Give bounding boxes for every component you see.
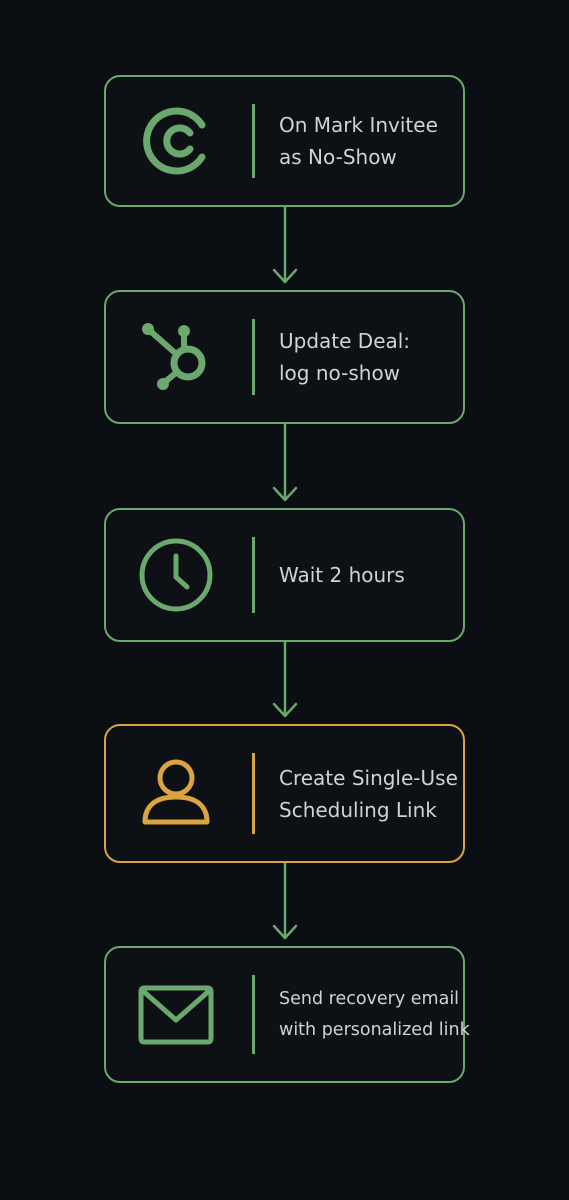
step-card-update-deal[interactable]: Update Deal: log no-show [104, 290, 465, 424]
user-icon [136, 754, 216, 834]
connector-arrow [272, 207, 298, 284]
hubspot-icon [136, 317, 216, 397]
connector-arrow [272, 424, 298, 502]
connector-arrow [272, 863, 298, 940]
step-label-line: Wait 2 hours [279, 563, 405, 587]
step-label-line: Scheduling Link [279, 797, 437, 822]
card-divider [252, 319, 255, 395]
step-label: On Mark Invitee as No-Show [279, 109, 455, 173]
step-card-wait[interactable]: Wait 2 hours [104, 508, 465, 642]
connector-arrow [272, 642, 298, 718]
step-label-line: as No-Show [279, 145, 397, 169]
clock-icon [136, 535, 216, 615]
step-card-mark-no-show[interactable]: On Mark Invitee as No-Show [104, 75, 465, 207]
calendly-icon [136, 101, 216, 181]
step-card-send-email[interactable]: Send recovery email with personalized li… [104, 946, 470, 1083]
step-label: Update Deal: log no-show [279, 325, 455, 389]
card-divider [252, 104, 255, 178]
step-label: Send recovery email with personalized li… [279, 984, 470, 1046]
step-label-line: Send recovery email [279, 988, 460, 1009]
step-label: Wait 2 hours [279, 559, 455, 591]
step-label-line: with personalized link [279, 1019, 470, 1040]
step-card-create-link[interactable]: Create Single-Use Scheduling Link [104, 724, 465, 863]
step-label: Create Single-Use Scheduling Link [279, 762, 458, 826]
card-divider [252, 753, 255, 834]
mail-icon [136, 975, 216, 1055]
card-divider [252, 537, 255, 613]
step-label-line: Create Single-Use [279, 765, 458, 790]
card-divider [252, 975, 255, 1054]
step-label-line: Update Deal: [279, 329, 411, 353]
step-label-line: log no-show [279, 361, 401, 385]
step-label-line: On Mark Invitee [279, 113, 438, 137]
